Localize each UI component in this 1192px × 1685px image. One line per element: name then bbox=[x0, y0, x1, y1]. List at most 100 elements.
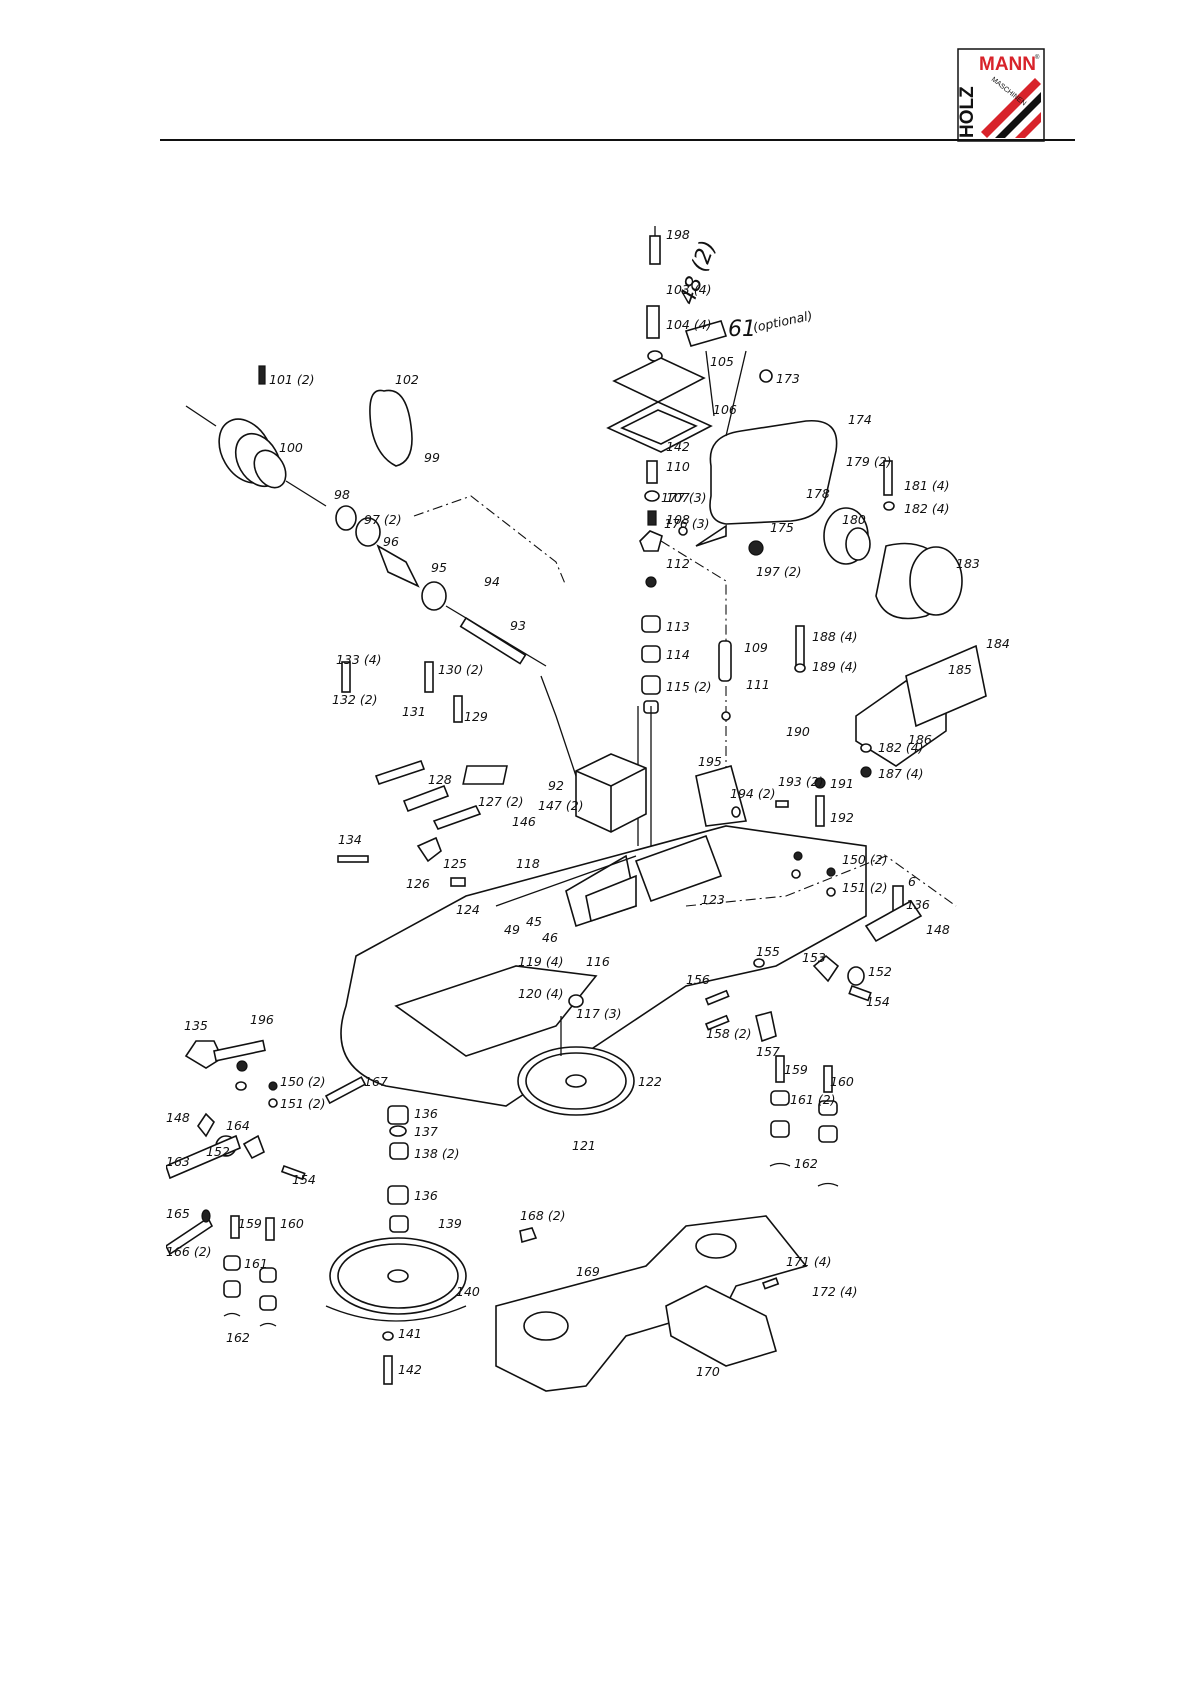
label-152-left: 152 bbox=[206, 1144, 230, 1159]
label-197: 197 (2) bbox=[756, 564, 802, 579]
label-150-right: 150 (2) bbox=[842, 852, 888, 867]
label-190: 190 bbox=[786, 724, 810, 739]
label-92: 92 bbox=[548, 778, 564, 793]
label-133: 133 (4) bbox=[336, 652, 382, 667]
label-170: 170 bbox=[696, 1364, 720, 1379]
label-166: 166 (2) bbox=[166, 1244, 212, 1259]
label-167: 167 bbox=[364, 1074, 388, 1089]
right-guide-assembly bbox=[704, 851, 923, 1187]
label-151-right: 151 (2) bbox=[842, 880, 888, 895]
label-99: 99 bbox=[424, 450, 440, 465]
label-49: 49 bbox=[504, 922, 520, 937]
label-106: 106 bbox=[713, 402, 737, 417]
label-195: 195 bbox=[698, 754, 722, 769]
label-130: 130 (2) bbox=[438, 662, 484, 677]
label-148-right: 148 bbox=[926, 922, 950, 937]
label-98: 98 bbox=[334, 487, 350, 502]
label-112: 112 bbox=[666, 556, 690, 571]
handwheel-122 bbox=[517, 994, 635, 1116]
label-123: 123 bbox=[701, 892, 725, 907]
label-114: 114 bbox=[666, 647, 690, 662]
label-140: 140 bbox=[456, 1284, 480, 1299]
label-122: 122 bbox=[638, 1074, 662, 1089]
label-183: 183 bbox=[956, 556, 980, 571]
motor-and-cover bbox=[678, 320, 963, 620]
label-175: 175 bbox=[770, 520, 794, 535]
logo-registered-mark: ® bbox=[1035, 54, 1040, 61]
label-137: 137 bbox=[414, 1124, 438, 1139]
label-158: 158 (2) bbox=[706, 1026, 752, 1041]
label-97: 97 (2) bbox=[364, 512, 402, 527]
label-105: 105 bbox=[710, 354, 734, 369]
label-198: 198 bbox=[666, 227, 690, 242]
bottom-covers bbox=[495, 1215, 808, 1392]
label-96: 96 bbox=[383, 534, 399, 549]
label-184: 184 bbox=[986, 636, 1010, 651]
label-161-left: 161 bbox=[244, 1256, 268, 1271]
header-rule bbox=[160, 139, 1075, 141]
label-154-right: 154 bbox=[866, 994, 890, 1009]
logo-mann-text: MANN bbox=[979, 54, 1036, 75]
label-61: 61 bbox=[728, 317, 756, 342]
holzmann-logo: MANN ® HOLZ MASCHINEN bbox=[957, 48, 1045, 142]
label-187: 187 (4) bbox=[878, 766, 924, 781]
label-191: 191 bbox=[830, 776, 854, 791]
label-100: 100 bbox=[279, 440, 303, 455]
label-189: 189 (4) bbox=[812, 659, 858, 674]
label-163: 163 bbox=[166, 1154, 190, 1169]
label-94: 94 bbox=[484, 574, 500, 589]
label-103: 103 (4) bbox=[666, 282, 712, 297]
label-113: 113 bbox=[666, 619, 690, 634]
label-138: 138 (2) bbox=[414, 1146, 460, 1161]
main-frame bbox=[340, 825, 957, 1107]
label-157: 157 bbox=[756, 1044, 780, 1059]
label-159-left: 159 bbox=[238, 1216, 262, 1231]
label-132: 132 (2) bbox=[332, 692, 378, 707]
label-136-top: 136 bbox=[414, 1106, 438, 1121]
label-107: 107 bbox=[666, 490, 690, 505]
label-177: 177 (3) bbox=[661, 490, 707, 505]
shaft-assembly bbox=[185, 365, 577, 777]
label-164: 164 bbox=[226, 1118, 250, 1133]
label-128: 128 bbox=[428, 772, 452, 787]
label-174: 174 bbox=[848, 412, 872, 427]
label-162-right: 162 bbox=[794, 1156, 818, 1171]
label-95: 95 bbox=[431, 560, 447, 575]
label-159-right: 159 bbox=[784, 1062, 808, 1077]
label-116: 116 bbox=[586, 954, 610, 969]
diagram-svg: 198 103 (4) 104 (4) 105 106 142 110 107 … bbox=[166, 226, 1010, 1392]
label-131: 131 bbox=[402, 704, 426, 719]
label-169: 169 bbox=[576, 1264, 600, 1279]
label-101: 101 (2) bbox=[269, 372, 315, 387]
label-45: 45 bbox=[526, 914, 542, 929]
guide-bracket-parts bbox=[337, 661, 482, 887]
label-134: 134 bbox=[338, 832, 362, 847]
label-162-left: 162 bbox=[226, 1330, 250, 1345]
label-154-left: 154 bbox=[292, 1172, 316, 1187]
label-120: 120 (4) bbox=[518, 986, 564, 1001]
exploded-parts-diagram: 198 103 (4) 104 (4) 105 106 142 110 107 … bbox=[166, 206, 1080, 1486]
part-labels: 198 103 (4) 104 (4) 105 106 142 110 107 … bbox=[166, 227, 1010, 1379]
label-optional: (optional) bbox=[752, 308, 814, 335]
label-150-left: 150 (2) bbox=[280, 1074, 326, 1089]
label-139: 139 bbox=[438, 1216, 462, 1231]
gearbox-92 bbox=[462, 753, 647, 833]
label-171: 171 (4) bbox=[786, 1254, 832, 1269]
label-194: 194 (2) bbox=[730, 786, 776, 801]
label-125: 125 bbox=[443, 856, 467, 871]
label-109: 109 bbox=[744, 640, 768, 655]
label-110: 110 bbox=[666, 459, 690, 474]
label-135: 135 bbox=[184, 1018, 208, 1033]
label-147: 147 (2) bbox=[538, 798, 584, 813]
label-127: 127 (2) bbox=[478, 794, 524, 809]
label-126: 126 bbox=[406, 876, 430, 891]
label-186: 186 bbox=[908, 732, 932, 747]
label-136-right: 136 bbox=[906, 897, 930, 912]
label-6: 6 bbox=[908, 874, 916, 889]
label-129: 129 bbox=[464, 709, 488, 724]
label-148-left: 148 bbox=[166, 1110, 190, 1125]
label-152-right: 152 bbox=[868, 964, 892, 979]
label-142-bottom: 142 bbox=[398, 1362, 422, 1377]
label-192: 192 bbox=[830, 810, 854, 825]
label-181: 181 (4) bbox=[904, 478, 950, 493]
